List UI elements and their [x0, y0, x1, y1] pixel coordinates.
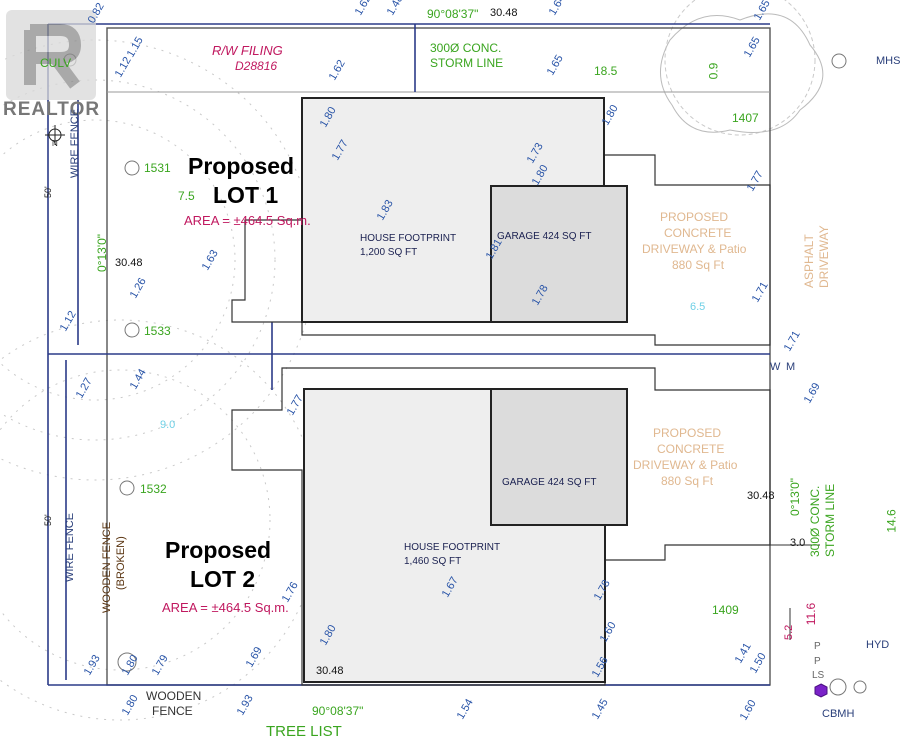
- wooden-fence-line2: FENCE: [152, 704, 193, 718]
- marker-1532: 1532: [140, 482, 167, 496]
- elevation-value-cyan: 6.5: [690, 301, 706, 313]
- hydrant-marker: [814, 683, 828, 698]
- label-broken: (BROKEN): [115, 536, 127, 590]
- lot1-garage-label: GARAGE 424 SQ FT: [497, 231, 592, 242]
- lot1-area: AREA = ±464.5 Sq.m.: [184, 213, 311, 228]
- lot2-name-line1: Proposed: [165, 537, 272, 563]
- label-p2: P: [814, 656, 821, 667]
- marker-50-top: 50': [43, 186, 53, 198]
- lot1-house-size: 1,200 SQ FT: [360, 247, 418, 258]
- lot2-drive-line3: DRIVEWAY & Patio: [633, 458, 738, 472]
- dimension-bottom: 30.48: [316, 665, 344, 677]
- storm-right-line1: 300Ø CONC.: [808, 485, 822, 557]
- lot1-drive-line3: DRIVEWAY & Patio: [642, 242, 747, 256]
- rw-filing-line2: D28816: [235, 59, 278, 73]
- marker-1533: 1533: [144, 324, 171, 338]
- dimension-left: 30.48: [115, 257, 143, 269]
- storm-top-line1: 300Ø CONC.: [430, 41, 502, 55]
- label-mhs: MHS: [876, 55, 900, 67]
- label-culv: CULV: [40, 56, 72, 70]
- elevation-value-green: 14.6: [884, 509, 899, 533]
- lot2-drive-line4: 880 Sq Ft: [661, 474, 714, 488]
- marker-50-bottom: 50': [43, 514, 53, 526]
- wooden-fence-line1: WOODEN: [146, 689, 202, 703]
- marker-1409: 1409: [712, 603, 739, 617]
- lot2-garage: [490, 388, 628, 526]
- lot1-name-line2: LOT 1: [213, 182, 279, 208]
- elevation-value-green: 0.9: [706, 62, 721, 80]
- label-driveway: DRIVEWAY: [817, 225, 831, 288]
- dimension-offset: 5.2: [783, 624, 795, 640]
- tree-canopy: [660, 13, 824, 133]
- lot1-drive-line1: PROPOSED: [660, 210, 729, 224]
- lot1-name-line1: Proposed: [188, 153, 295, 179]
- dimension-top: 30.48: [490, 7, 518, 19]
- label-p1: P: [814, 641, 821, 652]
- bearing-bottom: 90°08'37": [312, 704, 364, 718]
- lot2-drive-line1: PROPOSED: [653, 426, 722, 440]
- realtor-watermark: REALTOR: [3, 99, 101, 120]
- label-wire-fence-top: WIRE FENCE: [69, 108, 81, 178]
- survey-lines: [47, 23, 770, 686]
- elevation-value-green: 7.5: [178, 189, 195, 203]
- marker-1531: 1531: [144, 161, 171, 175]
- label-m: M: [786, 361, 796, 373]
- realtor-logo: [6, 10, 96, 100]
- bearing-top: 90°08'37": [427, 7, 479, 21]
- label-ls: LS: [812, 670, 825, 681]
- label-wooden-fence-side: WOODEN FENCE: [101, 521, 113, 613]
- lot1-building-outline: [231, 97, 771, 346]
- storm-right-line2: STORM LINE: [823, 483, 837, 557]
- dimension-setback: 3.0: [790, 537, 806, 549]
- lot2-house-label: HOUSE FOOTPRINT: [404, 542, 501, 553]
- lot1-drive-line4: 880 Sq Ft: [672, 258, 725, 272]
- lot2-garage-label: GARAGE 424 SQ FT: [502, 477, 597, 488]
- label-asphalt: ASPHALT: [802, 234, 816, 288]
- lot1-drive-line2: CONCRETE: [664, 226, 732, 240]
- bearing-left: 0°13'0": [95, 233, 109, 272]
- label-wire-fence-bottom: WIRE FENCE: [64, 512, 76, 582]
- lot2-area: AREA = ±464.5 Sq.m.: [162, 600, 289, 615]
- elevation-value-cyan: 9.0: [160, 419, 176, 431]
- lot2-name-line2: LOT 2: [190, 566, 256, 592]
- lot1-garage: [490, 185, 628, 323]
- north-arrow: [45, 125, 65, 145]
- tree-list-heading: TREE LIST: [266, 723, 342, 740]
- dimension-right: 30.48: [747, 490, 775, 502]
- storm-top-line2: STORM LINE: [430, 56, 504, 70]
- label-w: W: [770, 361, 781, 373]
- lot2-house-size: 1,460 SQ FT: [404, 556, 462, 567]
- lot1-house-label: HOUSE FOOTPRINT: [360, 233, 457, 244]
- lot2-drive-line2: CONCRETE: [657, 442, 725, 456]
- marker-1407: 1407: [732, 111, 759, 125]
- north-label: N: [52, 139, 58, 148]
- elevation-value-green: 11.6: [804, 602, 819, 626]
- elevation-value-green: 18.5: [594, 64, 618, 78]
- bearing-right: 0°13'0": [788, 477, 802, 516]
- label-cbmh: CBMH: [822, 708, 855, 720]
- rw-filing-line1: R/W FILING: [212, 43, 283, 58]
- label-hyd: HYD: [866, 639, 890, 651]
